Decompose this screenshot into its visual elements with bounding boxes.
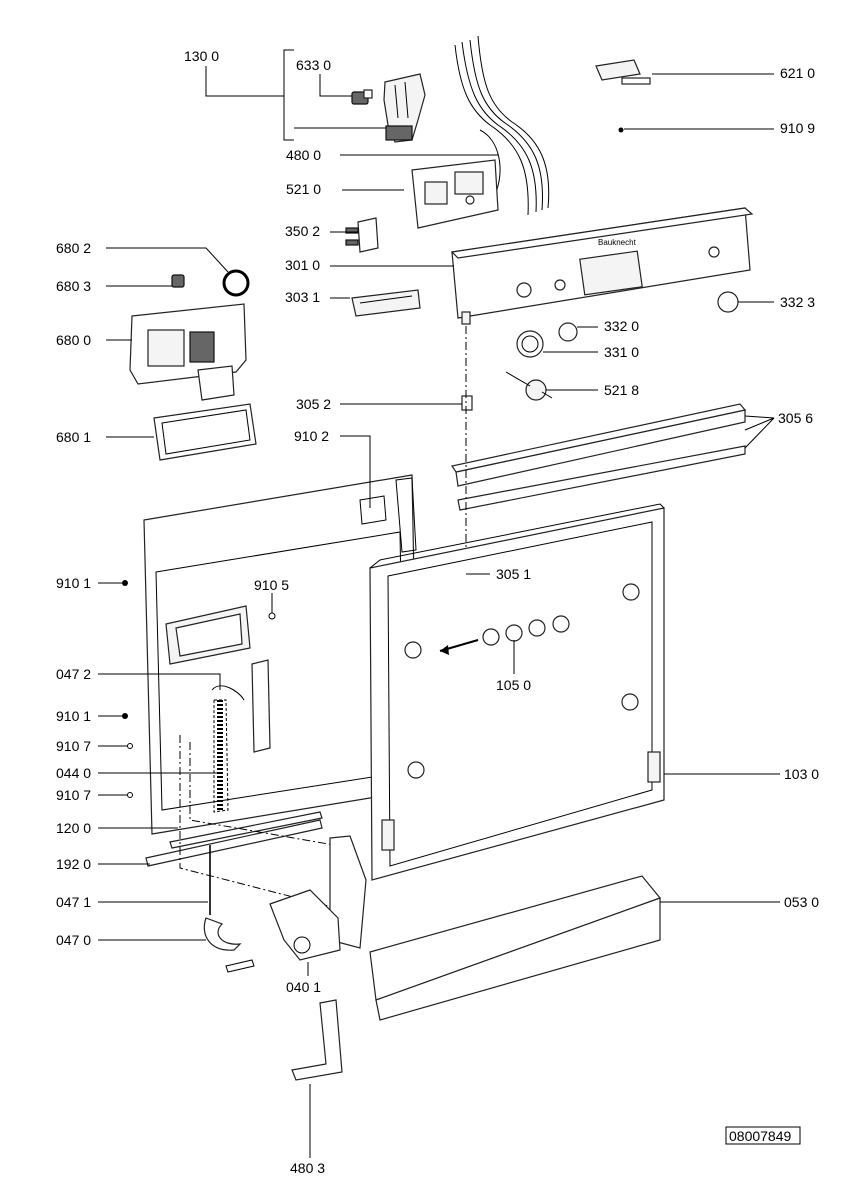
part-680-3 (171, 274, 185, 288)
part-332-0-knob (558, 322, 578, 342)
label-680-1: 680 1 (56, 429, 91, 445)
label-120-0: 120 0 (56, 820, 91, 836)
part-480-0-door-lock (383, 73, 426, 143)
part-621-0 (595, 59, 651, 85)
part-910-7-screw-b (127, 792, 133, 798)
part-301-0-control-panel: Bauknecht (450, 207, 754, 325)
label-332-0: 332 0 (604, 318, 639, 334)
part-053-0-toe-board (369, 875, 662, 1021)
part-305-6-rails (451, 403, 747, 511)
part-680-2-seal-ring (222, 269, 250, 297)
part-305-2 (461, 395, 473, 411)
label-910-1-b: 910 1 (56, 708, 91, 724)
part-331-0-knob (516, 330, 544, 358)
drawing-number: 08007849 (729, 1128, 792, 1144)
label-305-1: 305 1 (496, 566, 531, 582)
part-044-0-spring (211, 685, 245, 813)
part-047-0-hook (203, 917, 255, 973)
label-130-0: 130 0 (184, 48, 219, 64)
label-910-7-b: 910 7 (56, 787, 91, 803)
part-350-2 (345, 217, 379, 253)
label-040-1: 040 1 (286, 979, 321, 995)
label-105-0: 105 0 (496, 677, 531, 693)
label-103-0: 103 0 (784, 766, 819, 782)
label-303-1: 303 1 (285, 289, 320, 305)
part-521-8 (505, 371, 553, 401)
label-910-1-a: 910 1 (56, 575, 91, 591)
part-910-1-screw-b (122, 713, 128, 719)
part-680-0-dispenser (129, 303, 247, 401)
label-621-0: 621 0 (780, 65, 815, 81)
part-wiring-harness (454, 35, 550, 216)
label-910-5: 910 5 (254, 577, 289, 593)
part-480-3-bracket (291, 999, 343, 1081)
part-680-1-gasket (153, 403, 257, 461)
label-910-7-a: 910 7 (56, 738, 91, 754)
label-910-2: 910 2 (294, 428, 329, 444)
part-521-0-control-board (411, 159, 499, 229)
label-521-8: 521 8 (604, 382, 639, 398)
label-044-0: 044 0 (56, 765, 91, 781)
part-303-1 (351, 289, 421, 317)
part-633-0 (351, 89, 373, 105)
label-521-0: 521 0 (286, 181, 321, 197)
drawing-number-box: 08007849 (725, 1126, 801, 1145)
part-number-labels: 130 0 633 0 480 0 521 0 350 2 301 0 303 … (56, 48, 819, 1176)
label-633-0: 633 0 (296, 57, 331, 73)
label-680-3: 680 3 (56, 278, 91, 294)
label-192-0: 192 0 (56, 856, 91, 872)
part-inner-door-frame (143, 474, 419, 835)
label-301-0: 301 0 (285, 257, 320, 273)
part-103-0-outer-door (369, 503, 665, 881)
label-680-0: 680 0 (56, 332, 91, 348)
label-305-6: 305 6 (778, 410, 813, 426)
part-910-9-screw (618, 127, 624, 133)
part-040-1-hinge (269, 835, 367, 961)
label-047-2: 047 2 (56, 666, 91, 682)
label-305-2: 305 2 (296, 396, 331, 412)
label-480-0: 480 0 (286, 147, 321, 163)
label-047-1: 047 1 (56, 894, 91, 910)
label-350-2: 350 2 (285, 223, 320, 239)
label-910-9: 910 9 (780, 120, 815, 136)
leader-lines (98, 49, 780, 1158)
label-331-0: 331 0 (604, 344, 639, 360)
label-480-3: 480 3 (290, 1160, 325, 1176)
label-680-2: 680 2 (56, 240, 91, 256)
label-053-0: 053 0 (784, 894, 819, 910)
hinge-alignment-line (179, 735, 341, 909)
svg-text:Bauknecht: Bauknecht (598, 238, 637, 247)
label-332-3: 332 3 (780, 294, 815, 310)
door-bumper-pads (404, 583, 640, 779)
part-910-7-screw-a (127, 743, 133, 749)
label-047-0: 047 0 (56, 932, 91, 948)
part-910-1-screw-a (122, 580, 128, 586)
part-332-3-knob (717, 291, 739, 313)
